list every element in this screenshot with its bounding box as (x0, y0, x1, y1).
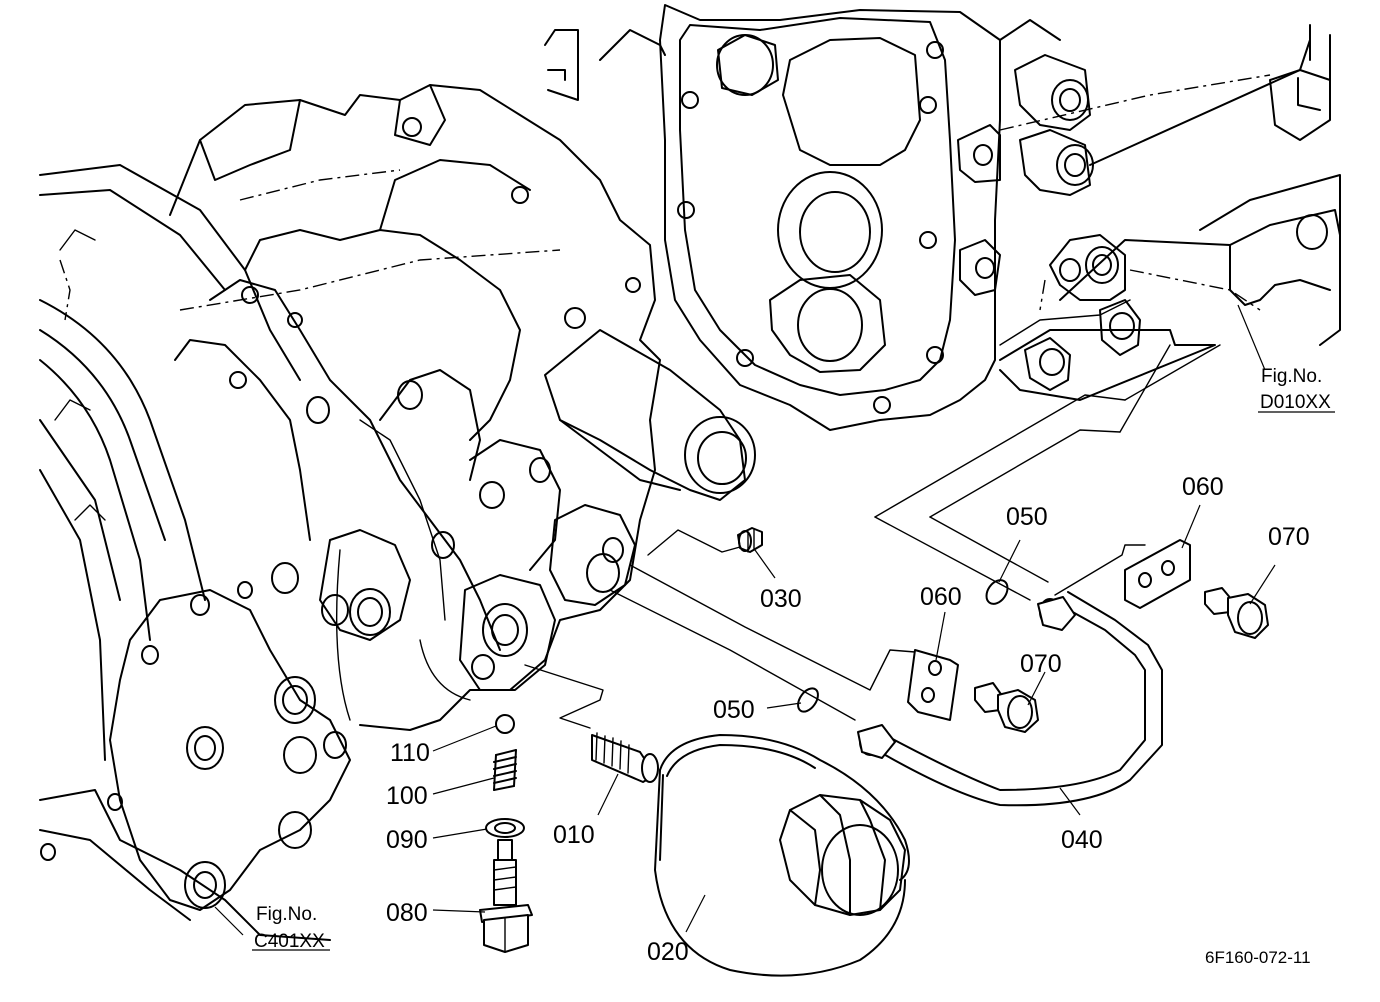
fig-ref-d010-number: D010XX (1260, 392, 1331, 413)
part-020-oil-filter (654, 734, 910, 977)
part-050-oring-lower (797, 687, 819, 713)
part-080-relief-plug (479, 839, 533, 953)
part-030-plug (737, 527, 763, 553)
part-070-bolt-lower (974, 682, 1039, 733)
part-050-oring-upper (985, 579, 1009, 605)
part-label-030: 030 (760, 585, 802, 613)
figure-reference-c401: Fig.No. C401XX (254, 904, 325, 952)
fig-ref-d010-prefix: Fig.No. (1261, 366, 1322, 387)
part-label-060-upper: 060 (1182, 473, 1224, 501)
part-060-clamp-lower (907, 649, 959, 721)
transmission-case-drawing (39, 84, 756, 941)
drawing-code: 6F160-072-11 (1205, 948, 1311, 967)
part-label-040: 040 (1061, 826, 1103, 854)
part-label-080: 080 (386, 899, 428, 927)
fig-ref-c401-prefix: Fig.No. (256, 904, 317, 925)
part-040-oil-pipe (857, 591, 1163, 807)
part-label-100: 100 (386, 782, 428, 810)
part-label-070-lower: 070 (1020, 650, 1062, 678)
part-label-050-upper: 050 (1006, 503, 1048, 531)
part-labels: 030 050 060 070 060 070 050 040 110 100 … (386, 473, 1310, 966)
part-label-050-lower: 050 (713, 696, 755, 724)
part-label-060-lower: 060 (920, 583, 962, 611)
assembly-guide-outlines (524, 344, 1221, 729)
engine-cover-drawing (544, 4, 1341, 431)
part-090-washer (485, 818, 525, 838)
part-110-ball (495, 714, 515, 734)
part-060-clamp-upper (1124, 539, 1191, 609)
figure-reference-d010: Fig.No. D010XX (1260, 366, 1331, 413)
part-label-090: 090 (386, 826, 428, 854)
part-070-bolt-upper (1204, 587, 1269, 639)
part-label-020: 020 (647, 938, 689, 966)
part-label-070-upper: 070 (1268, 523, 1310, 551)
part-label-110: 110 (390, 739, 430, 767)
part-100-spring (493, 749, 517, 791)
part-label-010: 010 (553, 821, 595, 849)
part-010-threaded-nipple (591, 732, 659, 783)
leader-lines (214, 304, 1335, 951)
fig-ref-c401-number: C401XX (254, 931, 325, 952)
